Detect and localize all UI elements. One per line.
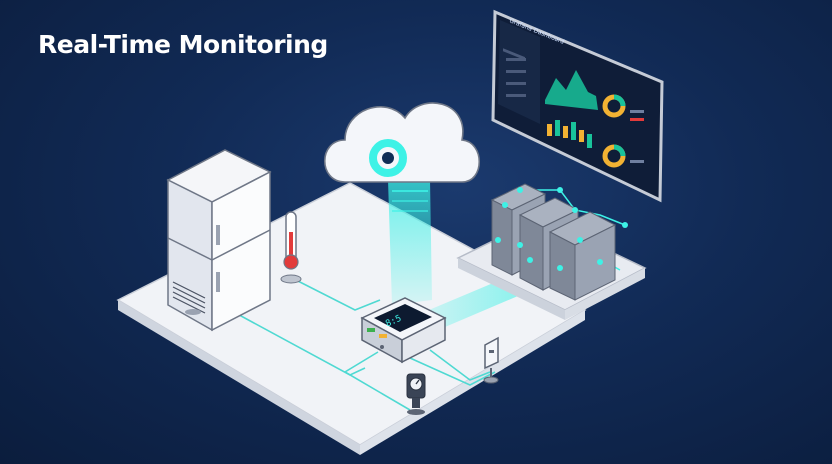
cloud-data-beam (388, 180, 432, 305)
sensor-wires (229, 277, 496, 411)
page-title: Real-Time Monitoring (38, 30, 328, 59)
refrigerator-icon (166, 149, 272, 332)
gateway-device-icon: 8:5 (360, 297, 447, 364)
dashboard-screen-icon: Grafana Dashboard (491, 9, 664, 203)
server-rack-icon (456, 183, 647, 320)
thermometer-icon (280, 211, 302, 284)
cloud-icon (323, 102, 481, 183)
wall-sensor-icon (483, 336, 499, 384)
gauge-sensor-icon (406, 373, 426, 415)
